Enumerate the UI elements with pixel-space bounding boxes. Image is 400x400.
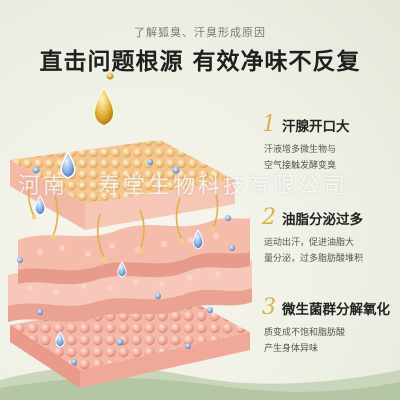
point-description: 质变成不饱和脂肪酸 产生身体异味 <box>262 325 398 357</box>
fat-cell-layer <box>10 295 250 388</box>
point-number: 3 <box>262 295 276 320</box>
sweat-droplets <box>34 150 204 348</box>
point-desc-line: 空气接触发酵变臭 <box>264 161 337 171</box>
cause-point-2: 2 油脂分泌过多 运动出汗，促进油脂大 量分泌，过多脂肪酸堆积 <box>262 207 398 267</box>
bacteria-dots <box>17 159 235 365</box>
point-title: 微生菌群分解氧化 <box>282 302 390 318</box>
oil-droplet <box>93 72 115 127</box>
point-title: 油脂分泌过多 <box>282 212 363 228</box>
point-description: 汗液增多微生物与 空气接触发酵变臭 <box>262 142 398 174</box>
skin-layers-illustration <box>8 72 252 388</box>
point-desc-line: 量分泌，过多脂肪酸堆积 <box>264 254 364 264</box>
point-desc-line: 运动出汗，促进油脂大 <box>264 238 355 248</box>
headline: 直击问题根源 有效净味不反复 <box>39 49 361 75</box>
point-title: 汗腺开口大 <box>282 119 350 135</box>
point-number: 1 <box>262 112 276 137</box>
point-desc-line: 产生身体异味 <box>264 344 319 354</box>
point-number: 2 <box>262 205 276 230</box>
cause-point-1: 1 汗腺开口大 汗液增多微生物与 空气接触发酵变臭 <box>262 114 398 174</box>
point-desc-line: 汗液增多微生物与 <box>264 145 337 155</box>
cause-point-3: 3 微生菌群分解氧化 质变成不饱和脂肪酸 产生身体异味 <box>262 297 398 357</box>
subtitle: 了解狐臭、汗臭形成原因 <box>134 26 266 39</box>
point-description: 运动出汗，促进油脂大 量分泌，过多脂肪酸堆积 <box>262 235 398 267</box>
point-desc-line: 质变成不饱和脂肪酸 <box>264 328 346 338</box>
dermis-layer <box>8 218 252 322</box>
